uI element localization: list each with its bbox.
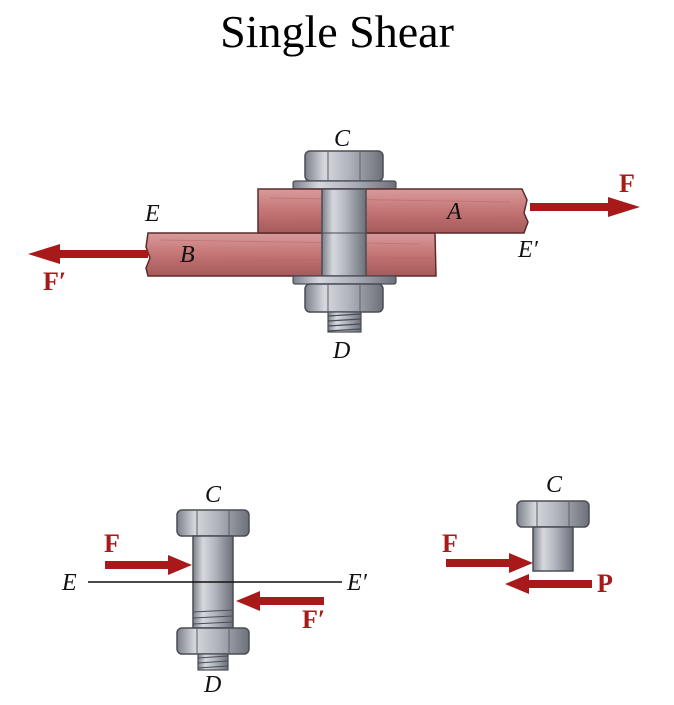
label-d-bottom: D — [332, 338, 350, 364]
bolt-nut-bottom — [292, 275, 397, 333]
bolt-force-arrow-f — [105, 555, 192, 575]
force-arrow-f — [530, 197, 640, 217]
section-force-arrow-f — [446, 553, 533, 573]
bolt-label-e: E — [61, 570, 77, 596]
bolt-shank — [321, 188, 367, 277]
bolt-force-arrow-f-prime — [236, 591, 324, 611]
label-c-top: C — [334, 126, 351, 152]
section-label-force-f: F — [442, 529, 458, 558]
bolt-free-body: C D E E′ F F′ — [61, 482, 368, 698]
label-plate-a: A — [445, 199, 462, 225]
force-arrow-f-prime — [28, 244, 148, 264]
bolt-label-force-f: F — [104, 529, 120, 558]
label-e-prime-right: E′ — [517, 237, 539, 263]
bolt-label-force-f-prime: F′ — [302, 605, 325, 634]
section-shear-arrow-p — [505, 574, 592, 594]
section-label-c: C — [546, 472, 563, 498]
label-plate-b: B — [180, 242, 195, 268]
diagram-title: Single Shear — [220, 6, 454, 57]
label-force-f: F — [619, 169, 635, 198]
bolt-label-c: C — [205, 482, 222, 508]
section-free-body: C F P — [442, 472, 613, 598]
bolt-head-top — [292, 150, 397, 190]
label-e-left: E — [144, 201, 160, 227]
section-label-force-p: P — [597, 569, 613, 598]
bolt-label-e-prime: E′ — [346, 570, 368, 596]
bolted-joint-assembly: C D A B E E′ F F′ — [28, 126, 640, 364]
plate-a — [257, 188, 529, 234]
label-force-f-prime: F′ — [43, 267, 66, 296]
bolt-label-d: D — [203, 672, 221, 698]
